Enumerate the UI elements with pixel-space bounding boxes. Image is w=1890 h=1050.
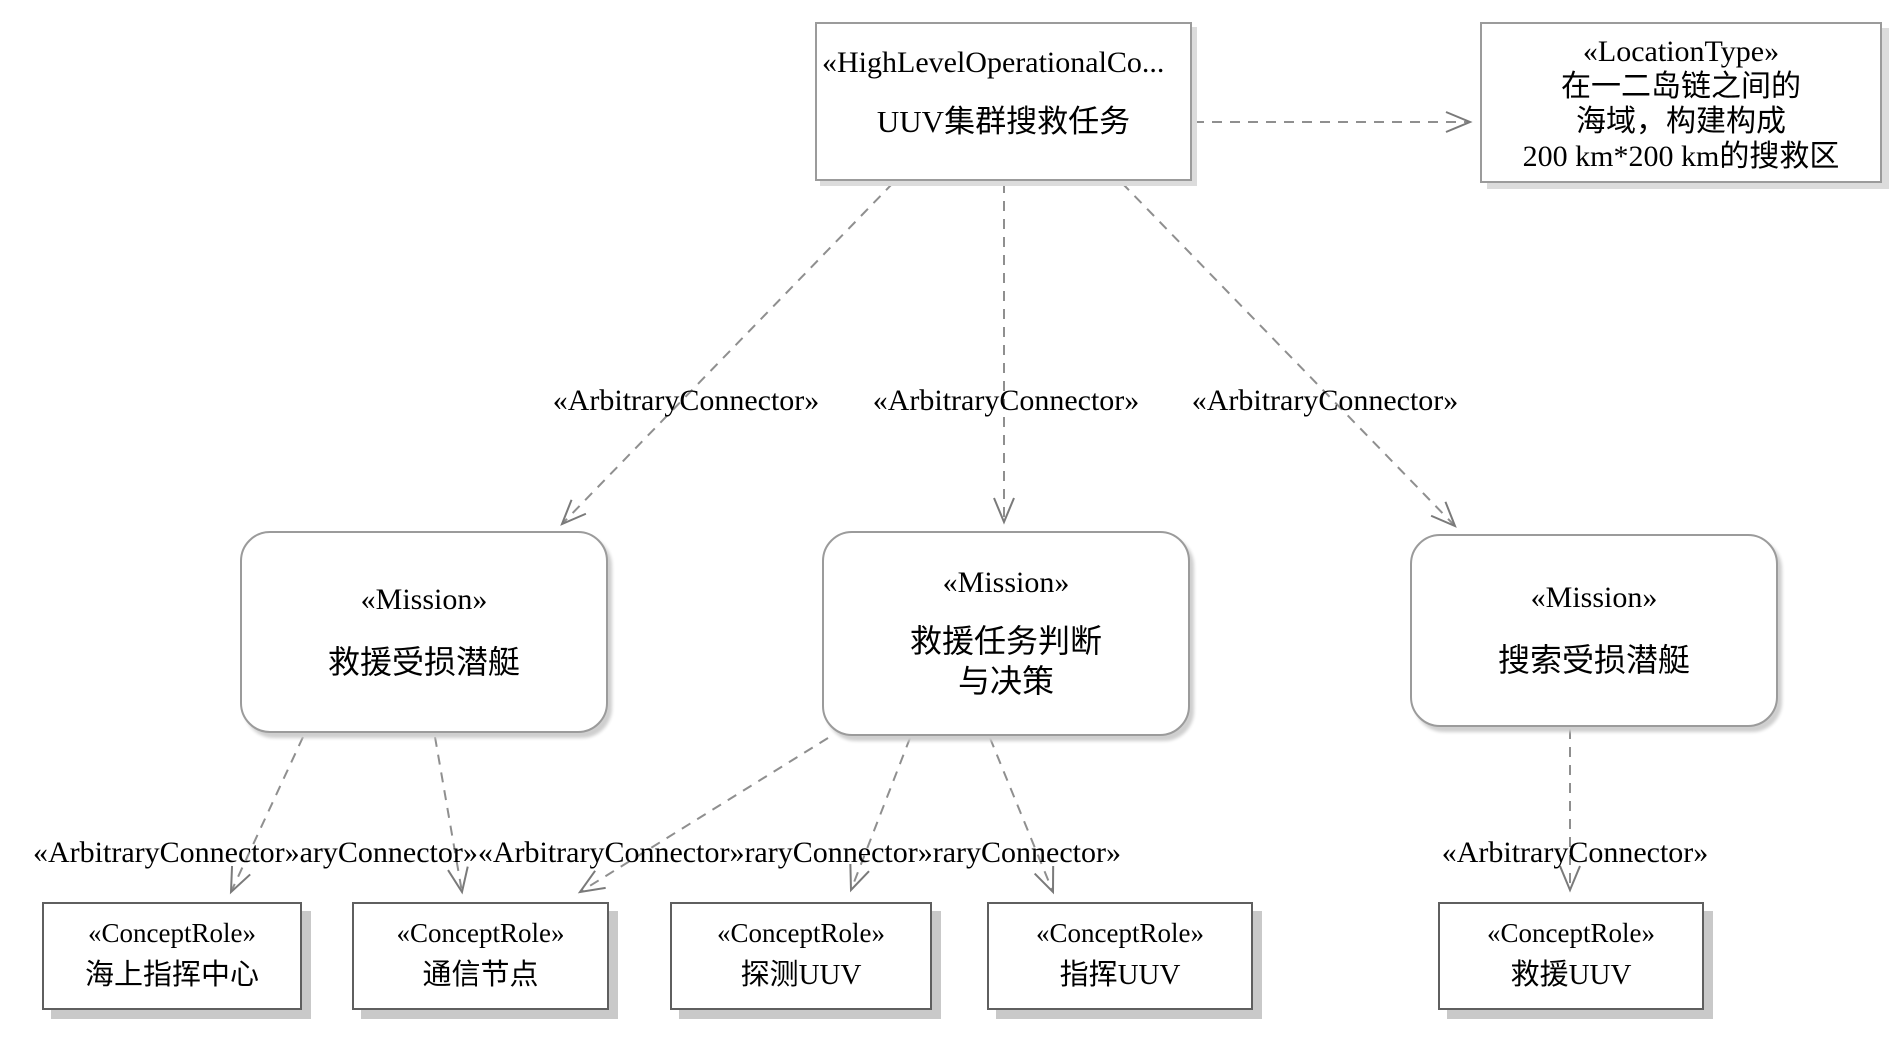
node-stereotype: «LocationType» xyxy=(1582,35,1780,68)
node-conceptrole-rescue-uuv: «ConceptRole» 救援UUV xyxy=(1438,902,1704,1010)
node-name: 通信节点 xyxy=(422,959,539,992)
label-arbitrary-connector-2: «ArbitraryConnector» xyxy=(872,384,1140,417)
node-name-line2: 与决策 xyxy=(957,663,1054,699)
label-arbitrary-connector-overlapped-row: «ArbitraryConnector»aryConnector»«Arbitr… xyxy=(33,836,1121,869)
label-arbitrary-connector-1: «ArbitraryConnector» xyxy=(552,384,820,417)
node-conceptrole-maritime-command-center: «ConceptRole» 海上指挥中心 xyxy=(42,902,302,1010)
node-stereotype: «Mission» xyxy=(1530,581,1658,614)
connector-mission2-to-role2 xyxy=(577,737,829,894)
node-mission-rescue-decision: «Mission» 救援任务判断 与决策 xyxy=(822,531,1190,736)
node-stereotype: «HighLevelOperationalCo... xyxy=(822,46,1165,79)
node-mission-search-damaged-submarine: «Mission» 搜索受损潜艇 xyxy=(1410,534,1778,727)
node-name: 海上指挥中心 xyxy=(84,959,259,992)
node-name: 救援受损潜艇 xyxy=(327,643,520,680)
node-stereotype: «ConceptRole» xyxy=(717,917,885,948)
location-text-line: 海域，构建构成 xyxy=(1576,105,1786,138)
connector-highlevel-to-mission1 xyxy=(560,182,894,526)
node-highlevel-operational-concept: «HighLevelOperationalCo... UUV集群搜救任务 xyxy=(815,22,1192,181)
node-location-type: «LocationType» 在一二岛链之间的 海域，构建构成 200 km*2… xyxy=(1480,22,1882,183)
node-name: 搜索受损潜艇 xyxy=(1497,642,1690,678)
label-arbitrary-connector-3: «ArbitraryConnector» xyxy=(1191,384,1459,417)
node-name-line1: 救援任务判断 xyxy=(909,623,1102,659)
node-stereotype: «ConceptRole» xyxy=(88,917,256,948)
location-text-line: 在一二岛链之间的 xyxy=(1561,70,1801,103)
connector-mission2-to-role4 xyxy=(989,737,1055,895)
node-stereotype: «ConceptRole» xyxy=(1487,917,1655,948)
label-arbitrary-connector-right: «ArbitraryConnector» xyxy=(1441,836,1709,869)
node-name: UUV集群搜救任务 xyxy=(876,104,1131,139)
node-conceptrole-command-uuv: «ConceptRole» 指挥UUV xyxy=(987,902,1253,1010)
node-stereotype: «ConceptRole» xyxy=(1036,917,1204,948)
node-stereotype: «Mission» xyxy=(360,582,488,616)
location-text-line: 200 km*200 km的搜救区 xyxy=(1522,140,1840,173)
node-mission-rescue-damaged-submarine: «Mission» 救援受损潜艇 xyxy=(240,531,608,733)
connector-mission2-to-role3 xyxy=(849,737,911,893)
node-conceptrole-detection-uuv: «ConceptRole» 探测UUV xyxy=(670,902,932,1010)
node-name: 救援UUV xyxy=(1510,959,1632,992)
connector-mission1-to-role2 xyxy=(434,736,469,895)
node-name: 救援任务判断 与决策 xyxy=(910,621,1102,701)
node-name: 探测UUV xyxy=(740,959,862,992)
node-name: 指挥UUV xyxy=(1059,959,1181,992)
connector-highlevel-to-mission3 xyxy=(1121,182,1457,528)
node-stereotype: «ConceptRole» xyxy=(396,917,565,948)
node-stereotype: «Mission» xyxy=(942,566,1070,599)
node-conceptrole-communication-node: «ConceptRole» 通信节点 xyxy=(352,902,609,1010)
